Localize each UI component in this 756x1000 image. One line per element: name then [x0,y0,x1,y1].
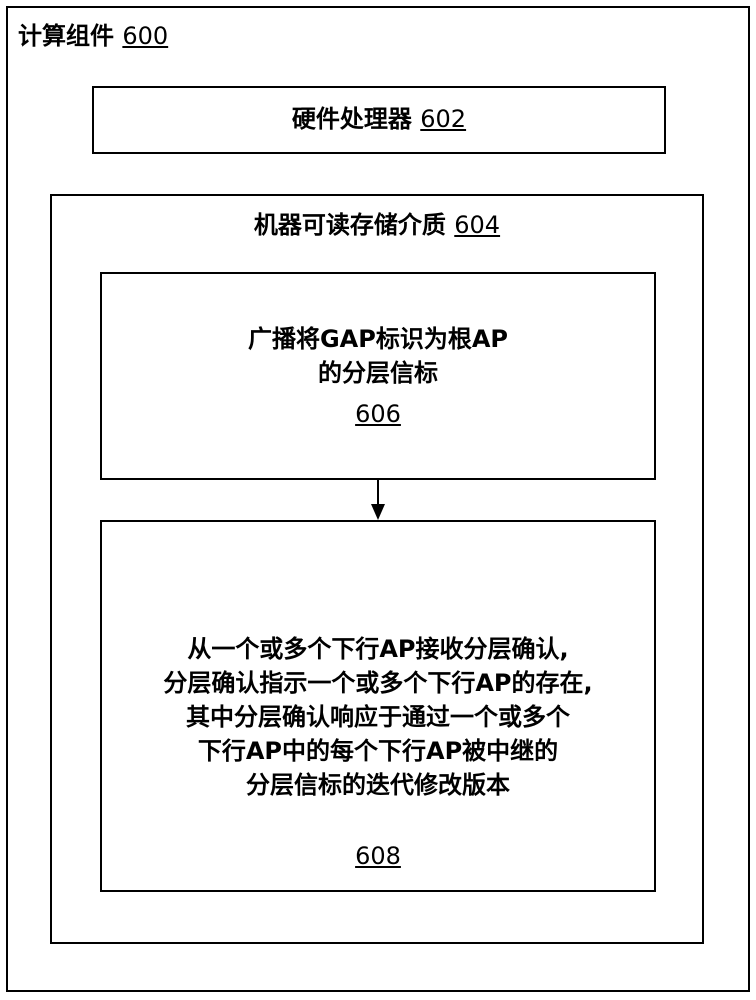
storage-medium-ref: 604 [454,211,500,239]
hardware-processor-ref: 602 [420,105,466,133]
step-606-ref: 606 [102,400,654,428]
step-608-line-4: 下行AP中的每个下行AP被中继的 [102,734,654,768]
step-608-ref: 608 [102,842,654,870]
step-608-box: 从一个或多个下行AP接收分层确认, 分层确认指示一个或多个下行AP的存在, 其中… [100,520,656,892]
hardware-processor-label: 硬件处理器 602 [94,102,664,136]
step-606-line-1: 广播将GAP标识为根AP [102,322,654,356]
storage-medium-title: 机器可读存储介质 [254,211,446,239]
step-606-line-2: 的分层信标 [102,356,654,390]
step-608-line-3: 其中分层确认响应于通过一个或多个 [102,700,654,734]
step-608-line-1: 从一个或多个下行AP接收分层确认, [102,632,654,666]
hardware-processor-box: 硬件处理器 602 [92,86,666,154]
step-606-box: 广播将GAP标识为根AP 的分层信标 606 [100,272,656,480]
computing-component-label: 计算组件 600 [18,22,168,51]
hardware-processor-title: 硬件处理器 [292,105,412,133]
computing-component-ref: 600 [122,22,168,50]
computing-component-title: 计算组件 [18,22,114,50]
storage-medium-label: 机器可读存储介质 604 [52,208,702,242]
arrow-head [371,504,385,520]
step-608-line-2: 分层确认指示一个或多个下行AP的存在, [102,666,654,700]
flow-arrow-606-to-608 [368,480,388,524]
step-608-line-5: 分层信标的迭代修改版本 [102,768,654,802]
